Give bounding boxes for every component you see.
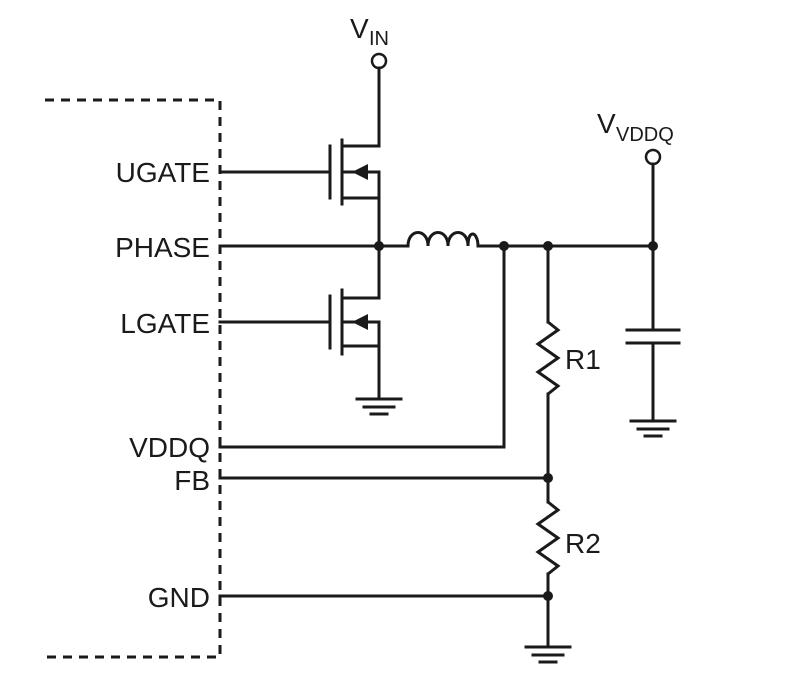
vin-terminal <box>370 52 388 70</box>
svg-text:VDDQ: VDDQ <box>616 124 674 146</box>
pin-label-fb: FB <box>174 465 210 496</box>
mosfet-arrow-icon <box>352 164 368 180</box>
mosfet-arrow-icon <box>352 314 368 330</box>
r2-label: R2 <box>565 528 601 559</box>
controller-ic-outline <box>45 98 222 659</box>
junction-dot <box>543 473 553 483</box>
r1-label: R1 <box>565 344 601 375</box>
svg-text:IN: IN <box>369 28 389 50</box>
pin-label-vddq: VDDQ <box>129 432 210 463</box>
junction-dot <box>543 241 553 251</box>
high-side-mosfet <box>218 138 381 248</box>
resistor-r2 <box>535 476 561 648</box>
low-side-mosfet <box>218 244 381 400</box>
junction-dot <box>374 241 384 251</box>
inductor <box>406 231 655 248</box>
pin-label-lgate: LGATE <box>120 308 210 339</box>
vin-rail-label: V IN <box>350 13 389 50</box>
junction-dot <box>543 591 553 601</box>
junction-dot <box>499 241 509 251</box>
junction-dot <box>648 241 658 251</box>
vvddq-rail-label: V VDDQ <box>597 108 674 146</box>
pin-label-gnd: GND <box>148 582 210 613</box>
svg-text:V: V <box>350 13 369 44</box>
vddq-sense-wire <box>218 244 506 449</box>
ground-icon <box>629 419 677 438</box>
ground-icon <box>355 397 403 416</box>
pin-label-phase: PHASE <box>115 232 210 263</box>
junction-dots <box>374 241 658 601</box>
svg-text:V: V <box>597 108 616 139</box>
ground-icon <box>524 645 572 664</box>
resistor-r1 <box>535 244 561 480</box>
pin-label-ugate: UGATE <box>116 157 210 188</box>
output-capacitor <box>625 244 681 422</box>
vvddq-terminal <box>644 148 662 166</box>
